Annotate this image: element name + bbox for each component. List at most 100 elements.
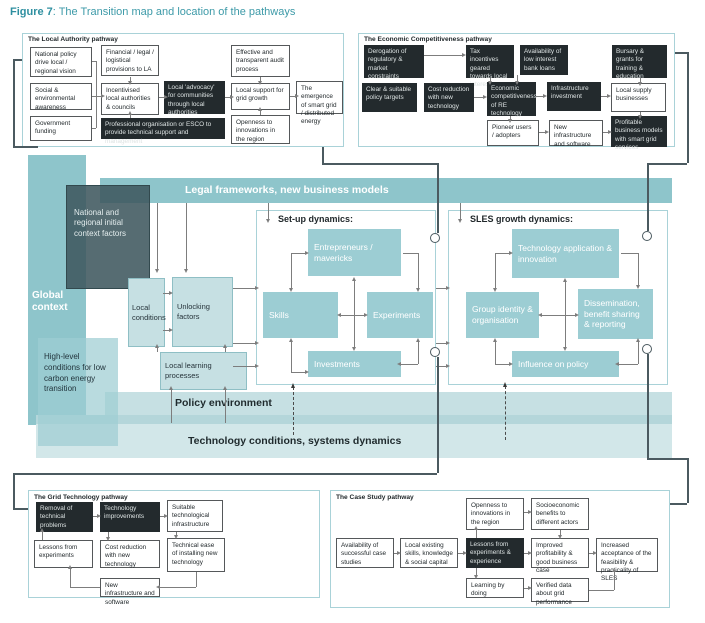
arrow <box>524 510 532 514</box>
arrow <box>636 338 640 364</box>
node-influence-policy: Influence on policy <box>512 351 619 377</box>
box-clear-targets: Clear & suitable policy targets <box>362 83 417 112</box>
arrow <box>156 585 196 589</box>
arrow <box>493 338 497 364</box>
arrow <box>174 532 178 539</box>
connector-line <box>322 163 437 165</box>
node-investments: Investments <box>308 351 401 377</box>
panel-case-title: The Case Study pathway <box>336 494 414 501</box>
sles-dynamics-label: SLES growth dynamics: <box>470 214 574 224</box>
arrow <box>163 291 173 295</box>
connector-line <box>437 357 439 473</box>
arrow <box>536 94 547 98</box>
arrow <box>225 95 234 99</box>
arrow <box>352 277 356 351</box>
arrow <box>291 251 309 255</box>
connection-circle <box>430 233 440 243</box>
arrow <box>128 111 132 118</box>
box-tax-incentives: Tax incentives geared towards local inte… <box>466 45 514 88</box>
arrow <box>93 514 101 518</box>
arrow <box>184 203 188 273</box>
box-incentivised: Incentivised local authorities & council… <box>101 83 159 115</box>
arrow <box>96 94 105 98</box>
figure-label: Figure 7 <box>10 6 53 18</box>
arrow <box>524 551 532 555</box>
arrow <box>155 203 159 273</box>
arrow <box>458 551 467 555</box>
setup-dynamics-label: Set-up dynamics: <box>278 214 354 224</box>
box-openness-case: Openness to innovations in the region <box>466 498 524 530</box>
arrow <box>70 587 100 588</box>
connector-line <box>13 508 28 510</box>
arrow <box>589 590 614 591</box>
arrow <box>159 95 168 99</box>
box-audit: Effective and transparent audit process <box>231 45 290 77</box>
arrow <box>92 96 96 97</box>
arrow <box>589 551 597 555</box>
arrow <box>223 344 227 352</box>
node-group-identity: Group identity & organisation <box>466 292 539 338</box>
box-verified: Verified data about grid performance <box>531 578 589 606</box>
node-entrepreneurs: Entrepreneurs / mavericks <box>308 229 401 276</box>
box-local-support: Local support for grid growth <box>231 83 290 110</box>
connection-circle <box>642 344 652 354</box>
arrow <box>495 251 513 255</box>
arrow <box>169 386 173 423</box>
arrow <box>233 364 259 368</box>
box-cost-reduction-grid: Cost reduction with new technology <box>100 540 160 568</box>
box-availability-case: Availability of successful case studies <box>336 538 394 568</box>
node-tech-application: Technology application & innovation <box>512 229 619 278</box>
arrow <box>638 78 642 86</box>
connector-line <box>647 163 649 231</box>
arrow <box>436 341 450 345</box>
connector-line <box>13 59 15 146</box>
connector-line <box>647 163 687 165</box>
arrow <box>612 568 616 590</box>
box-emergence: The emergence of smart grid / distribute… <box>296 81 343 125</box>
arrow <box>436 286 450 290</box>
arrow <box>558 530 562 539</box>
arrow <box>258 77 262 85</box>
arrow <box>233 341 259 345</box>
box-suitable: Suitable technological infrastructure <box>167 500 223 532</box>
arrow <box>563 278 567 351</box>
arrow <box>128 77 132 85</box>
arrow <box>603 130 612 134</box>
connector-line <box>437 163 439 233</box>
arrow <box>394 551 401 555</box>
arrow <box>416 338 420 364</box>
arrow <box>160 514 168 518</box>
box-national-context: National and regional initial context fa… <box>66 185 150 289</box>
connector-line <box>647 458 687 460</box>
arrow <box>289 338 293 372</box>
connector-line <box>647 354 649 458</box>
policy-environment-band: Policy environment <box>105 392 672 415</box>
box-econ-competitiveness: Economic competitiveness of RE technolog… <box>487 82 537 117</box>
arrow <box>397 362 418 366</box>
arrow <box>289 253 293 292</box>
box-derogation: Derogation of regulatory & market constr… <box>364 45 424 80</box>
arrow <box>291 370 309 374</box>
arrow <box>636 253 640 289</box>
arrow <box>424 53 466 57</box>
arrow <box>621 253 638 254</box>
connector-line <box>13 473 437 475</box>
box-unlocking-factors: Unlocking factors <box>172 277 233 347</box>
box-learning: Learning by doing <box>466 578 524 598</box>
connector-line <box>687 458 689 503</box>
connector-line <box>687 52 689 163</box>
arrow <box>155 344 159 352</box>
box-profitable: Profitable business models with smart gr… <box>611 116 667 151</box>
arrow <box>615 362 638 366</box>
arrow <box>92 128 96 129</box>
arrow <box>474 526 478 538</box>
arrow <box>515 75 519 85</box>
connector-line <box>675 52 687 54</box>
arrow <box>539 130 549 134</box>
dashed-arrow <box>291 383 295 435</box>
figure-caption: : The Transition map and location of the… <box>52 6 296 18</box>
box-new-infra-grid: New infrastructure and software <box>100 578 160 606</box>
arrow <box>266 203 270 223</box>
connector-line <box>13 473 15 508</box>
arrow <box>233 286 259 290</box>
